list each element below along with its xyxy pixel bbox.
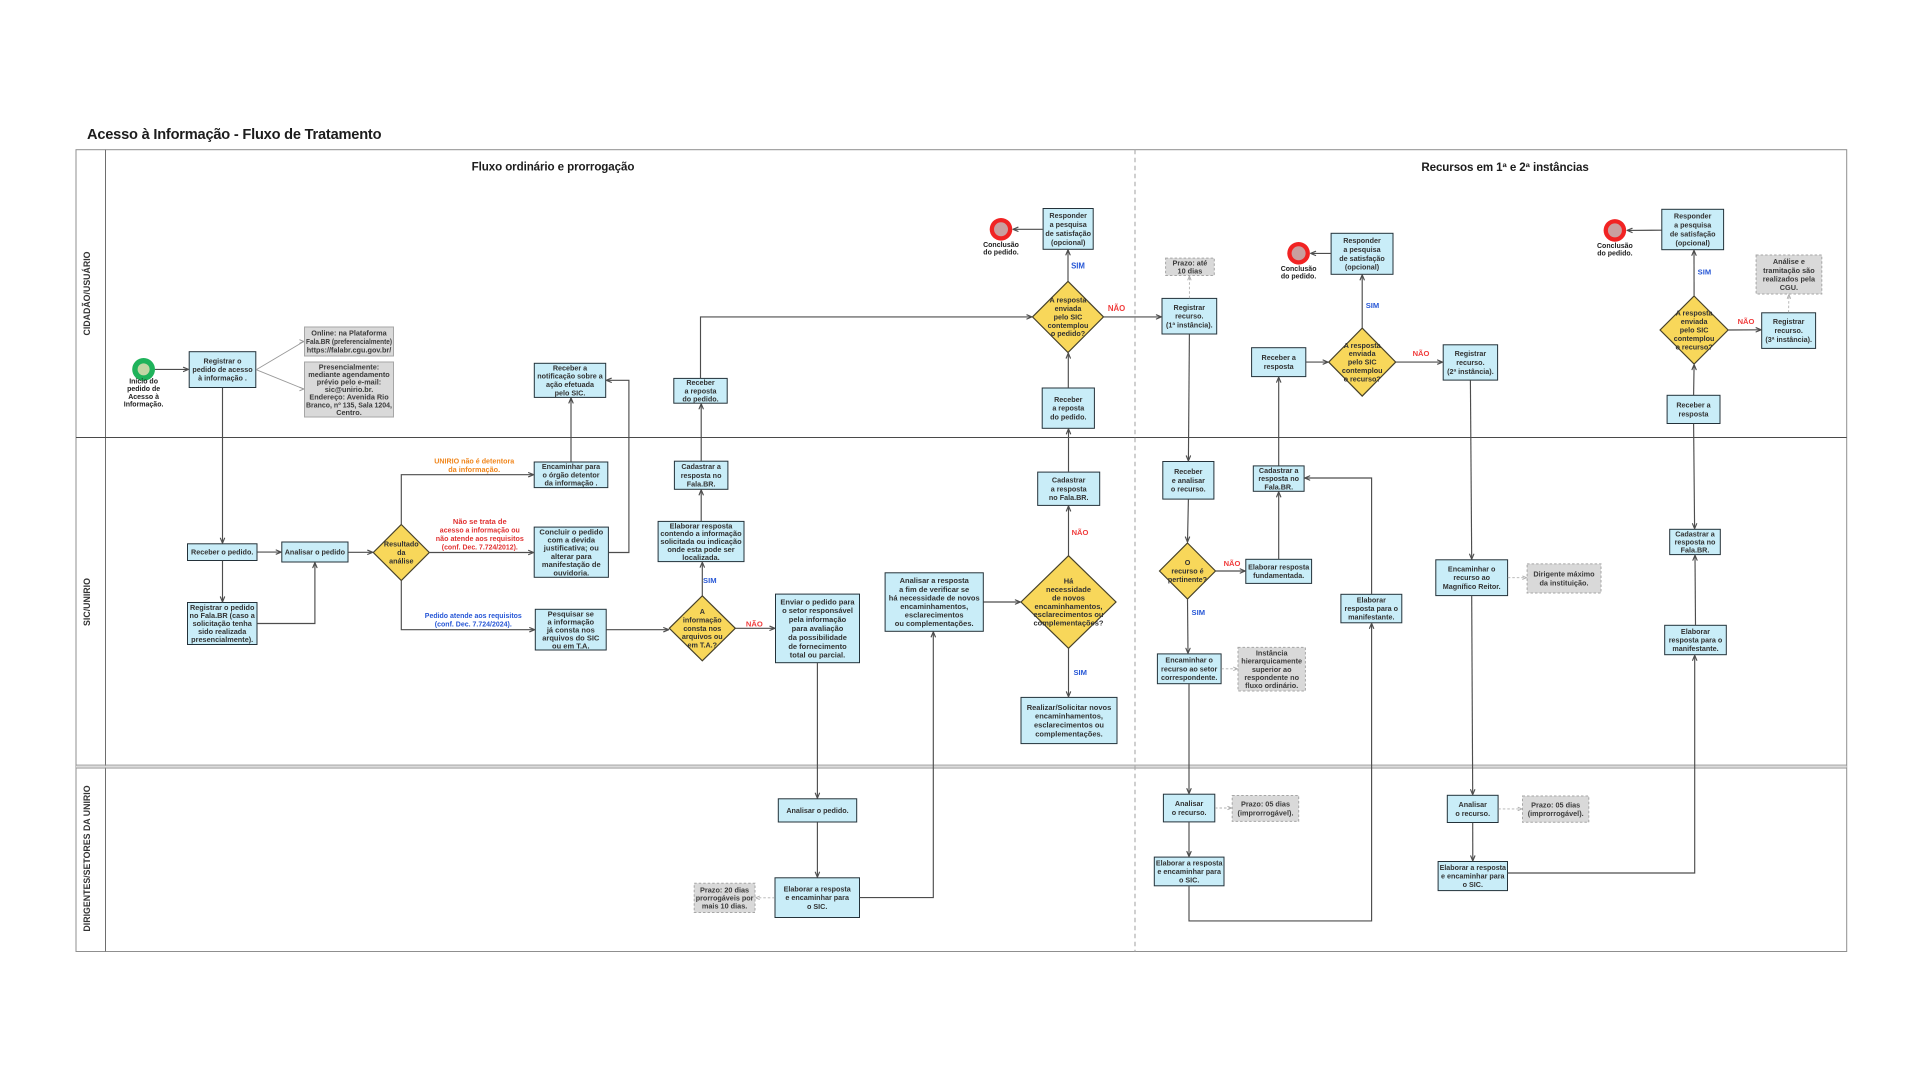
svg-text:SIM: SIM: [703, 576, 717, 585]
svg-text:NÃO: NÃO: [1108, 304, 1125, 313]
svg-text:NÃO: NÃO: [1224, 559, 1241, 568]
svg-text:CIDADÃO/USUÁRIO: CIDADÃO/USUÁRIO: [82, 251, 92, 335]
svg-text:Acesso à Informação - Fluxo de: Acesso à Informação - Fluxo de Tratament…: [87, 127, 382, 143]
svg-text:Receber o pedido.: Receber o pedido.: [191, 548, 253, 557]
svg-text:SIM: SIM: [1073, 668, 1087, 677]
svg-text:DIRIGENTES/SETORES DA UNIRIO: DIRIGENTES/SETORES DA UNIRIO: [82, 785, 92, 931]
svg-text:Prazo: 05 dias(improrrogável): Prazo: 05 dias(improrrogável).: [1238, 800, 1294, 818]
svg-text:Pedido atende aos requisitos(c: Pedido atende aos requisitos(conf. Dec. …: [425, 611, 522, 629]
svg-text:Presencialmente:mediante agend: Presencialmente:mediante agendamentoprév…: [306, 362, 392, 417]
svg-text:NÃO: NÃO: [1413, 349, 1430, 358]
svg-text:NÃO: NÃO: [1738, 317, 1755, 326]
svg-text:SIM: SIM: [1071, 262, 1085, 271]
svg-text:SIM: SIM: [1698, 268, 1712, 277]
svg-text:Analisar o pedido.: Analisar o pedido.: [786, 806, 848, 815]
svg-text:NÃO: NÃO: [1072, 528, 1089, 537]
svg-text:Prazo: 05 dias(improrrogável): Prazo: 05 dias(improrrogável).: [1528, 800, 1584, 818]
svg-text:SIM: SIM: [1192, 608, 1206, 617]
svg-text:Fluxo ordinário e prorrogação: Fluxo ordinário e prorrogação: [472, 161, 635, 174]
svg-text:SIM: SIM: [1366, 301, 1380, 310]
svg-text:NÃO: NÃO: [746, 620, 763, 629]
svg-text:SIC/UNIRIO: SIC/UNIRIO: [82, 578, 92, 626]
svg-text:Recursos em 1ª e 2ª instâncias: Recursos em 1ª e 2ª instâncias: [1421, 161, 1588, 174]
svg-text:Analisar o pedido: Analisar o pedido: [285, 548, 346, 557]
